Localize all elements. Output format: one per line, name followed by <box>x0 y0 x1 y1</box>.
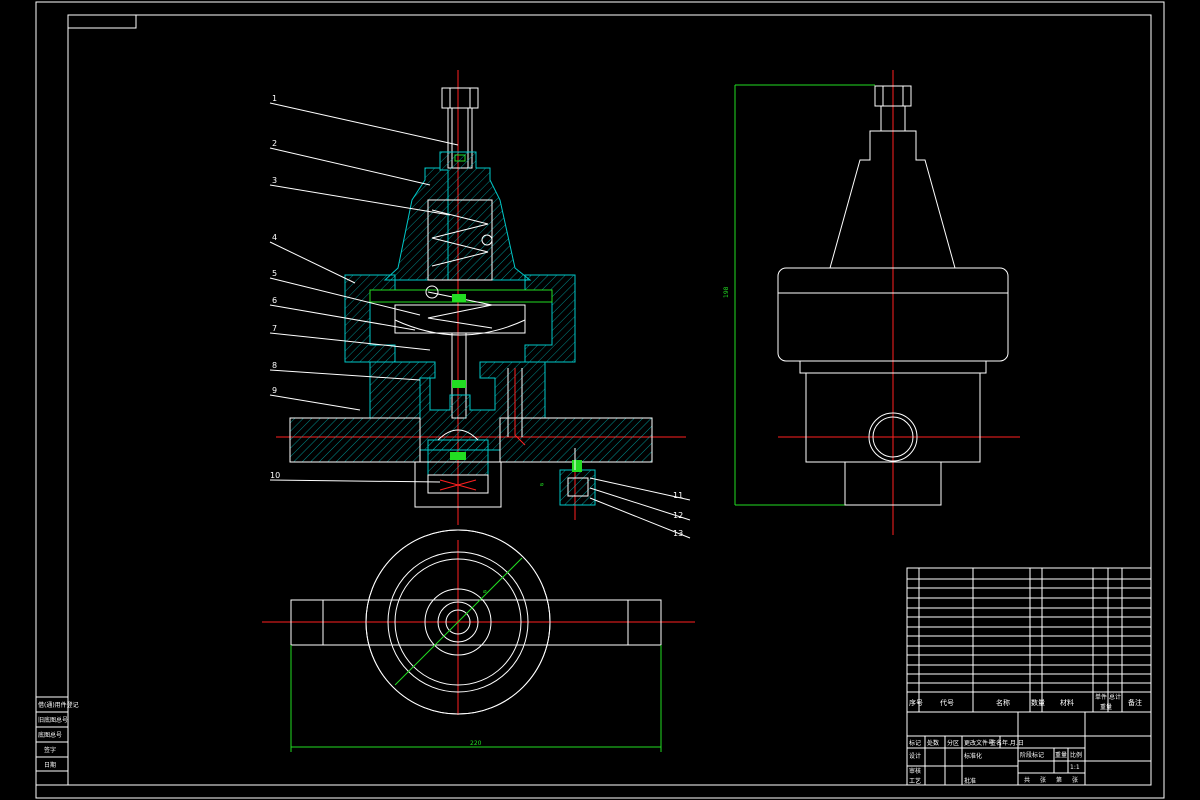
label-1: 1 <box>272 94 277 103</box>
hdr-name: 名称 <box>996 698 1010 707</box>
stage-weight: 重量 <box>1055 751 1067 759</box>
standardize-label: 标准化 <box>964 752 982 760</box>
left-strip-5: 日期 <box>44 761 56 769</box>
label-7: 7 <box>272 324 277 333</box>
hdr-remark: 备注 <box>1128 698 1142 707</box>
left-strip: 借(通)用件登记 旧底图总号 底图总号 签字 日期 <box>35 696 79 786</box>
label-2: 2 <box>272 139 277 148</box>
hdr-material: 材料 <box>1060 698 1074 707</box>
review-label: 审核 <box>909 767 921 775</box>
label-3: 3 <box>272 176 277 185</box>
change-doc: 更改文件号 <box>964 739 994 747</box>
sheet-unit2: 张 <box>1072 776 1078 784</box>
stage-mark: 阶段标记 <box>1020 751 1044 759</box>
hdr-total: 总计 <box>1109 693 1121 701</box>
hdr-single: 单件 <box>1095 693 1107 701</box>
left-strip-2: 旧底图总号 <box>38 716 68 724</box>
left-strip-4: 签字 <box>44 746 56 754</box>
label-6: 6 <box>272 296 277 305</box>
change-sign: 签名 <box>990 739 1002 747</box>
title-block: 标记 处数 分区 更改文件号 签名 年.月.日 设计 标准化 审核 工艺 批准 … <box>906 711 1152 786</box>
width-dimension: 220 <box>470 740 482 747</box>
stage-scale: 比例 <box>1070 751 1082 759</box>
label-4: 4 <box>272 233 277 242</box>
label-12: 12 <box>673 511 683 520</box>
change-count: 处数 <box>927 739 939 747</box>
label-13: 13 <box>673 529 683 538</box>
change-mark: 标记 <box>909 739 921 747</box>
height-dimension: 198 <box>723 286 730 298</box>
change-date: 年.月.日 <box>1002 739 1024 747</box>
label-9: 9 <box>272 386 277 395</box>
inner-border <box>67 14 1152 786</box>
hdr-code: 代号 <box>940 698 954 707</box>
change-zone: 分区 <box>947 739 959 747</box>
side-view: 198 <box>723 70 1020 535</box>
hdr-weight: 重量 <box>1100 703 1112 711</box>
label-5: 5 <box>272 269 277 278</box>
approve-label: 批准 <box>964 777 976 785</box>
top-view: ⌀ 220 <box>262 529 695 752</box>
outer-border <box>35 1 1165 799</box>
design-label: 设计 <box>909 752 921 760</box>
svg-text:⌀: ⌀ <box>540 481 544 488</box>
hdr-seq: 序号 <box>909 698 923 707</box>
leader-lines <box>269 102 691 539</box>
label-10: 10 <box>270 471 280 480</box>
hdr-qty: 数量 <box>1031 698 1045 707</box>
sheet-total: 共 <box>1024 776 1030 784</box>
scale-value: 1:1 <box>1070 764 1080 771</box>
label-8: 8 <box>272 361 277 370</box>
process-label: 工艺 <box>909 777 921 785</box>
front-section-view: ⌀ <box>276 70 686 525</box>
left-strip-1: 借(通)用件登记 <box>38 701 79 709</box>
svg-text:⌀: ⌀ <box>483 588 487 595</box>
corner-tab <box>67 14 137 29</box>
label-11: 11 <box>673 491 683 500</box>
part-labels: 1 2 3 4 5 6 7 8 9 10 11 12 13 <box>270 94 683 538</box>
parts-list: 序号 代号 名称 数量 材料 单件 总计 重量 备注 <box>906 567 1152 713</box>
left-strip-3: 底图总号 <box>38 731 62 739</box>
sheet-num: 第 <box>1056 776 1062 784</box>
sheet-unit1: 张 <box>1040 776 1046 784</box>
